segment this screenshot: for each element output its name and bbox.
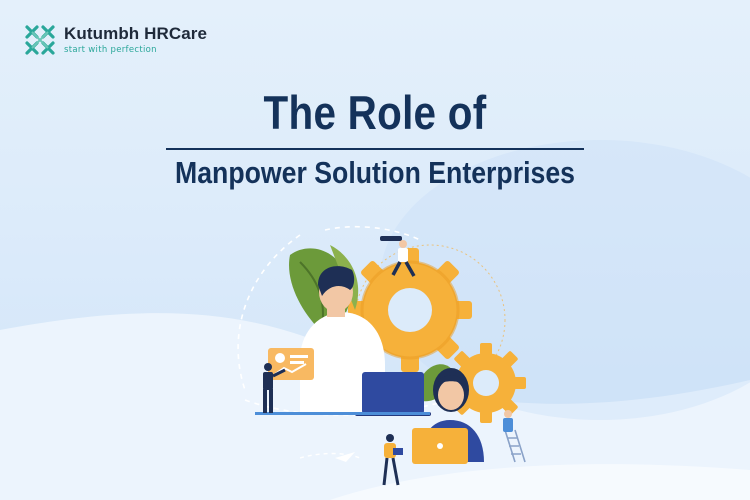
- desk-line: [255, 412, 430, 415]
- kutumbh-logo-icon: [25, 25, 55, 55]
- telescope-figure: [380, 236, 416, 277]
- brand-name: Kutumbh HRCare: [64, 24, 208, 43]
- paper-plane-icon: [335, 452, 355, 462]
- page-title: The Role of: [263, 86, 487, 139]
- woman-at-laptop-figure: [412, 368, 484, 464]
- small-gear-icon: [446, 343, 526, 423]
- brand-tagline: start with perfection: [64, 45, 157, 55]
- title-block: The Role of Manpower Solution Enterprise…: [0, 86, 750, 192]
- presenter-figure: [263, 363, 286, 413]
- ladder-figure: [503, 410, 526, 463]
- walking-man-figure: [382, 434, 403, 486]
- title-divider: [166, 148, 584, 150]
- page-subtitle: Manpower Solution Enterprises: [175, 154, 575, 190]
- brand-header[interactable]: Kutumbh HRCare start with perfection: [22, 22, 207, 58]
